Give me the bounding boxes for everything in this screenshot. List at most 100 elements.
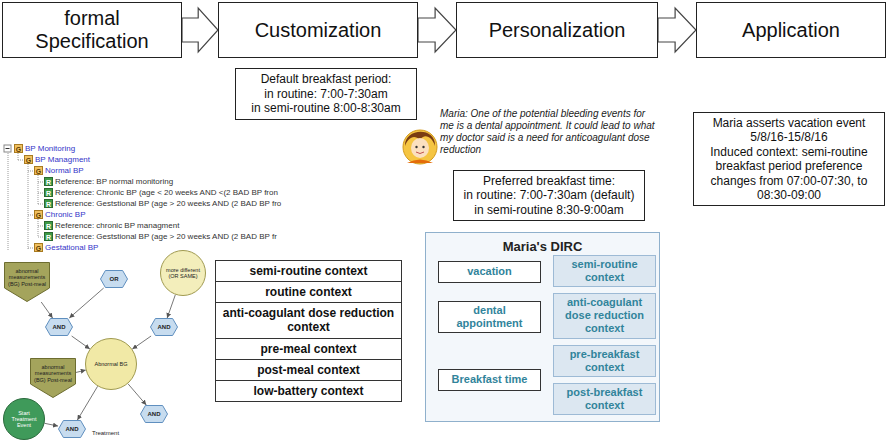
node-text: anti-coagulant dose reduction context [220,306,397,335]
node-text: more different (OR SAME) [166,267,200,279]
node-text: vacation [467,265,512,278]
graph-label: Treatment [92,430,119,436]
node-text: Induced context: semi-routine [710,145,867,159]
node-text: Default breakfast period: [261,72,392,86]
rule-icon: R [44,221,53,230]
node-text: OR [110,276,119,283]
node-text: AND [66,426,79,433]
arrow-connector [76,370,86,372]
goal-icon: G [14,144,23,153]
goal-icon: G [34,210,43,219]
context-box: semi-routine context [553,255,656,287]
node-text: post-meal context [257,363,360,377]
arrow-connector [77,386,97,420]
context-box: anti-coagulant dose reduction context [553,293,656,339]
and-gate: AND [45,318,73,336]
node-text: post-breakfast context [558,386,651,412]
note-box: Preferred breakfast time:in routine: 7:0… [453,170,645,221]
arrow-connector [69,288,103,318]
tree-item: Reference: Chronic BP (age < 20 weeks AN… [55,188,278,198]
condition-circle: more different (OR SAME) [160,250,206,296]
tree-item: Reference: Geststional BP (age > 20 week… [55,232,277,242]
node-text: routine context [265,285,352,299]
context-row: post-meal context [215,359,402,381]
stage-label: formal Specification [9,7,175,53]
arrow-connector [41,302,52,318]
condition-circle: Abnormal BG [85,338,137,390]
context-row: semi-routine context [215,260,402,282]
event-box: Breakfast time [438,369,541,391]
node-text: AND [53,324,66,331]
event-box: vacation [438,261,541,283]
node-text: in semi-routine 8:30-9:00am [474,203,623,217]
context-row: anti-coagulant dose reduction context [215,302,402,339]
node-text: in routine: 7:00-7:30am [264,87,387,101]
note-box: Maria asserts vacation event 5/8/16-15/8… [693,112,885,206]
block-arrow [182,8,218,52]
stage-label: Customization [255,19,382,42]
node-text: breakfast period preference changes from… [700,159,878,202]
context-row: low-battery context [215,380,402,402]
goal-icon: G [34,166,43,175]
note-box: Default breakfast period:in routine: 7:0… [235,68,417,120]
or-gate: OR [100,270,128,288]
node-text: Abnormal BG [94,361,127,367]
start-circle: Start Treatment Event [3,398,45,440]
tree-item: Chronic BP [45,210,85,220]
node-text: pre-meal context [260,342,356,356]
stage-box: formal Specification [2,2,182,58]
node-text: abnormal measurements (BG) Post-meal [7,268,47,286]
tree-lines [8,153,44,250]
block-arrow [658,8,696,52]
stage-label: Personalization [489,19,626,42]
node-text: in routine: 7:00-7:30am (default) [464,188,635,202]
node-text: AND [158,324,171,331]
block-arrow [418,8,456,52]
context-box: post-breakfast context [553,383,656,415]
dirc-panel: Maria's DIRC vacation semi-routine context… [425,232,660,422]
node-text: Breakfast time [452,373,528,386]
tree-item: BP Monitoring [25,144,75,154]
tree-expander [4,145,11,152]
panel-title: Maria's DIRC [503,239,583,254]
tree-item: Reference: Geststional BP (age > 20 week… [55,199,281,209]
stage-box: Application [696,2,886,58]
node-text: dental appointment [443,304,536,330]
tree-item: Reference: BP normal monitoring [55,177,173,187]
context-row: routine context [215,281,402,303]
speech-text: Maria: One of the potential bleeding eve… [440,108,658,156]
tree-item: Normal BP [45,166,84,176]
node-text: in semi-routine 8:00-8:30am [251,101,400,115]
tree-item: BP Managment [35,155,90,165]
node-text: Preferred breakfast time: [483,174,615,188]
stage-label: Application [742,19,840,42]
arrow-connector [72,336,90,349]
node-text: AND [148,411,161,418]
node-text: pre-breakfast context [558,348,651,374]
node-text: abnormal measurements (BG) Post-meal [33,364,73,382]
node-text: semi-routine context [558,258,651,284]
context-row: pre-meal context [215,338,402,360]
event-box: dental appointment [438,301,541,333]
node-text: Start Treatment Event [9,410,39,428]
arrow-connector [45,423,58,426]
context-box: pre-breakfast context [553,345,656,377]
rule-icon: R [44,188,53,197]
node-text: anti-coagulant dose reduction context [558,296,651,336]
event-pentagon: abnormal measurements (BG) Post-meal [4,262,50,302]
rule-icon: R [44,232,53,241]
user-avatar [403,130,437,164]
arrow-connector [167,295,175,318]
stage-box: Customization [218,2,418,58]
node-text: low-battery context [253,384,363,398]
rule-icon: R [44,177,53,186]
tree-item: Gestational BP [45,243,98,253]
stage-box: Personalization [456,2,658,58]
goal-icon: G [24,155,33,164]
node-text: semi-routine context [249,264,367,278]
event-pentagon: abnormal measurements (BG) Post-meal [30,358,76,398]
rule-icon: R [44,199,53,208]
node-text: Maria asserts vacation event 5/8/16-15/8… [700,116,878,145]
arrow-connector [128,384,146,405]
and-gate: AND [150,318,178,336]
